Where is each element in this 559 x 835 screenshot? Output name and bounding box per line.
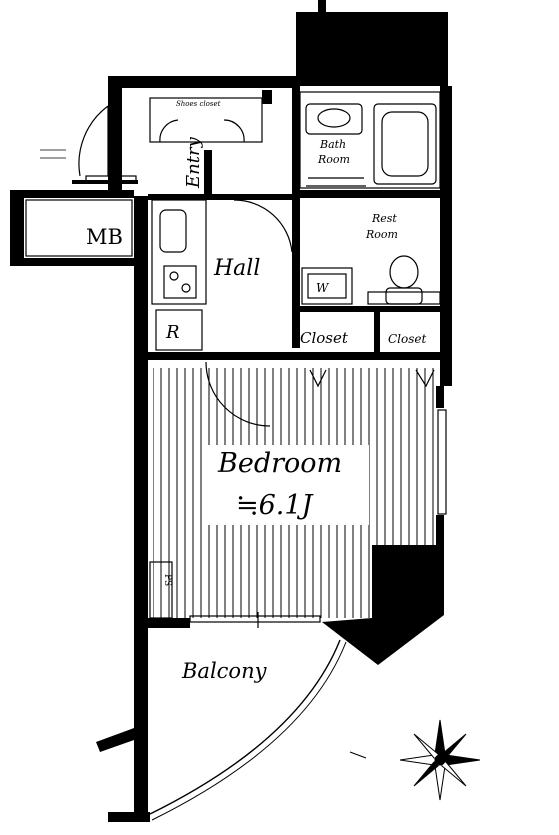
refrigerator-label: R: [165, 322, 180, 343]
fixtures: [25, 91, 447, 821]
bedroom-floor: [153, 368, 438, 618]
hall-label: Hall: [213, 256, 260, 281]
shoes-closet-label: Shoes closet: [176, 100, 221, 108]
entry-label: Entry: [183, 136, 204, 189]
ps-label: PS: [162, 574, 172, 586]
compass-icon: [349, 719, 481, 801]
bath-room-label: Room: [317, 153, 350, 166]
mb-label: MB: [86, 225, 123, 249]
bedroom-label: Bedroom: [217, 448, 342, 479]
bedroom-size-label: ≒6.1J: [236, 490, 315, 521]
walls: [10, 0, 452, 822]
bath-label: Bath: [319, 138, 346, 151]
closet-left-label: Closet: [300, 329, 349, 347]
closet-right-label: Closet: [388, 332, 427, 346]
balcony-label: Balcony: [181, 659, 268, 683]
rest-room-label: Room: [365, 228, 398, 241]
washer-label: W: [316, 281, 330, 295]
rest-label: Rest: [371, 212, 397, 225]
